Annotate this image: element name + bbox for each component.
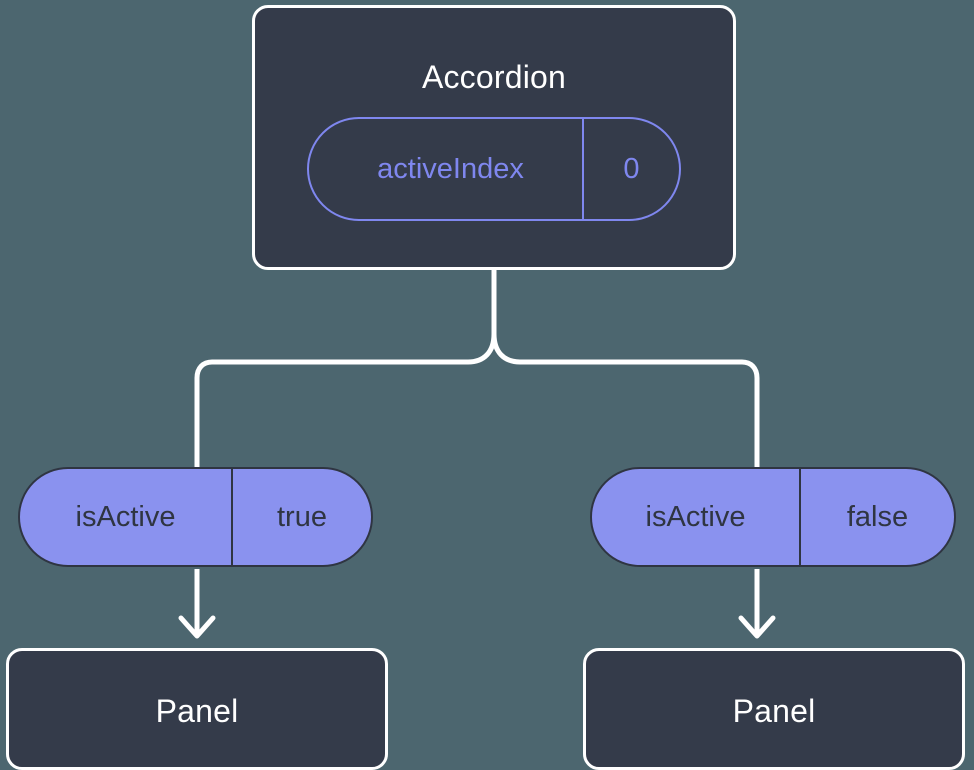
connector-fork <box>194 331 497 470</box>
prop-pill-is-active-left-key: isActive <box>20 469 233 565</box>
state-pill-active-index[interactable]: activeIndex 0 <box>307 117 681 221</box>
arrow-right-head-icon <box>738 615 776 639</box>
panel-component-node-right[interactable]: Panel <box>583 648 965 770</box>
panel-component-node-left[interactable]: Panel <box>6 648 388 770</box>
connector-fork-right <box>491 331 760 470</box>
state-pill-active-index-value: 0 <box>623 152 640 185</box>
accordion-title: Accordion <box>421 59 567 95</box>
prop-pill-is-active-right-value: false <box>846 500 909 533</box>
prop-pill-is-active-left-value: true <box>277 500 327 533</box>
prop-pill-is-active-right-key: isActive <box>592 469 801 565</box>
prop-pill-is-active-right[interactable]: isActive false <box>590 467 956 567</box>
state-pill-active-index-key: activeIndex <box>309 119 584 219</box>
arrow-left-head-icon <box>178 615 216 639</box>
panel-left-title: Panel <box>155 693 239 729</box>
prop-pill-is-active-left[interactable]: isActive true <box>18 467 373 567</box>
panel-right-title: Panel <box>732 693 816 729</box>
